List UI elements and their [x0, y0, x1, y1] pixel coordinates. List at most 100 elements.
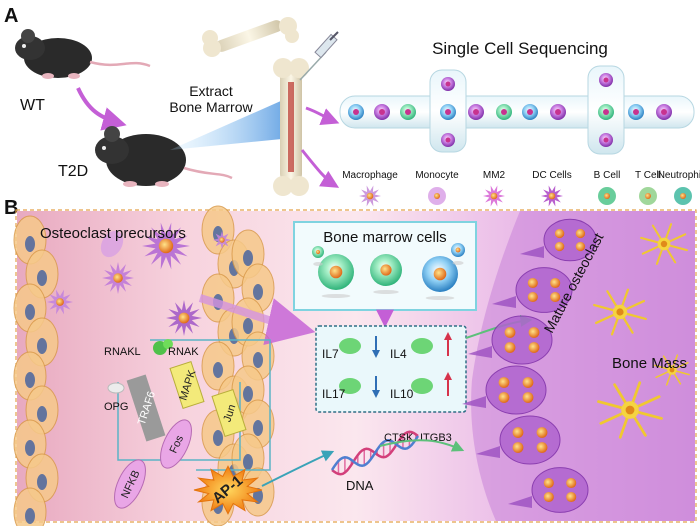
precursor-cell [47, 289, 73, 315]
osteoclast-precursors [47, 222, 231, 336]
cytokine-label: IL10 [390, 387, 414, 401]
panel-b-letter: B [4, 197, 18, 219]
osteocyte-cell [640, 223, 688, 265]
osteocytes [593, 223, 690, 439]
mapk-box: MAPK [169, 360, 205, 410]
osteocyte-cell [597, 381, 663, 439]
sequenced-cell [522, 104, 538, 120]
cell-type-icon [541, 185, 563, 207]
cytokine-il7: IL7 [322, 336, 380, 361]
sequenced-cell [598, 104, 614, 120]
sequenced-cell [468, 104, 484, 120]
sequenced-cell [628, 104, 644, 120]
sequencing-cells [348, 73, 672, 147]
osteoclast-cell [508, 467, 589, 513]
osteoclast-cell [462, 365, 547, 415]
precursor-to-cytokine-arrow [198, 294, 316, 346]
bone-icon-horizontal [202, 17, 299, 57]
sequenced-cell [400, 104, 416, 120]
sequenced-cell [550, 104, 566, 120]
precursor-cell [166, 300, 202, 336]
cell-type-label: MM2 [483, 170, 506, 181]
marrow-cell [422, 256, 458, 300]
panel-a-letter: A [4, 5, 18, 27]
cytokine-label: IL7 [322, 347, 339, 361]
ap1-burst: AP-1 [193, 465, 263, 515]
t2d-label: T2D [58, 163, 88, 180]
cell-type-icon [674, 187, 692, 205]
stromal-cells-left [13, 215, 59, 526]
ap1-to-dna-arrow [261, 450, 335, 487]
osteoclast-precursors-label: Osteoclast precursors [40, 225, 186, 242]
cytokine-il10: IL10 [390, 372, 452, 401]
marrow-cell [370, 254, 402, 294]
extract-label-line2: Bone Marrow [169, 99, 253, 115]
to-sequencing-arrow [305, 106, 340, 126]
stromal-cell [201, 341, 235, 391]
extraction-beam [170, 96, 292, 150]
bone-mass-label: Bone Mass [612, 355, 687, 372]
cell-type-label: Macrophage [342, 170, 398, 181]
sequencing-title: Single Cell Sequencing [432, 39, 608, 58]
mature-osteoclasts [462, 218, 597, 513]
extract-label-line1: Extract [189, 83, 233, 99]
osteoclast-cell [476, 415, 561, 465]
wt-mouse-icon [15, 29, 151, 79]
marrow-cell [451, 243, 465, 265]
wt-to-t2d-arrow [76, 87, 127, 131]
to-cell-types-arrow [300, 149, 340, 188]
dna-strand [330, 435, 420, 471]
cell-type-label: DC Cells [532, 170, 571, 181]
cell-type-label: Neutrophils [658, 170, 700, 181]
precursor-cell [213, 231, 231, 249]
cytokine-il17: IL17 [322, 376, 380, 401]
marrow-cell [318, 254, 354, 298]
traf6-box: TRAF6 [126, 374, 166, 442]
cell-type-label: Monocyte [415, 170, 459, 181]
cell-type-icon [598, 187, 616, 205]
cell-type-label: T Cell [635, 170, 661, 181]
nfkb-box: NFKB [114, 459, 146, 509]
osteoclast-cell [492, 267, 573, 313]
sequenced-cell [440, 104, 456, 120]
rnak-label: RNAK [168, 346, 199, 358]
osteocyte-cell [593, 288, 647, 336]
precursor-cell [102, 262, 134, 294]
sequenced-cell [374, 104, 390, 120]
sequenced-cell [656, 104, 672, 120]
osteoclast-cell [520, 218, 597, 262]
stromal-cell [201, 205, 235, 255]
cell-type-icon [428, 187, 446, 205]
cytokine-label: IL17 [322, 387, 346, 401]
sequenced-cell [496, 104, 512, 120]
sequenced-cell [599, 133, 613, 147]
bone-marrow-cells-label: Bone marrow cells [323, 229, 446, 246]
cell-type-label: B Cell [594, 170, 621, 181]
osteoclast-cell [468, 315, 553, 365]
rnakl-label: RNAKL [104, 346, 141, 358]
dna-label: DNA [346, 478, 374, 493]
cell-type-icon [359, 185, 381, 207]
sequenced-cell [348, 104, 364, 120]
precursor-cell [100, 230, 124, 258]
osteocyte-cell [654, 354, 690, 386]
sequencing-device [339, 65, 695, 155]
syringe-icon [299, 31, 339, 81]
wt-label: WT [20, 97, 45, 114]
cytokine-il4: IL4 [390, 332, 452, 361]
sequenced-cell [441, 133, 455, 147]
precursor-cell [142, 222, 190, 270]
cell-type-legend: Macrophage Monocyte MM2 DC Cells B Cell T Cel… [342, 170, 700, 207]
marrow-cell [312, 246, 324, 266]
jun-box: Jun [211, 388, 247, 438]
bone-marrow-cell-icons [312, 243, 465, 300]
sequenced-cell [599, 73, 613, 87]
cytokine-label: IL4 [390, 347, 407, 361]
opg-label: OPG [104, 401, 128, 413]
cell-type-icon [483, 185, 505, 207]
bone-icon-vertical [273, 58, 309, 196]
cell-type-icon [639, 187, 657, 205]
